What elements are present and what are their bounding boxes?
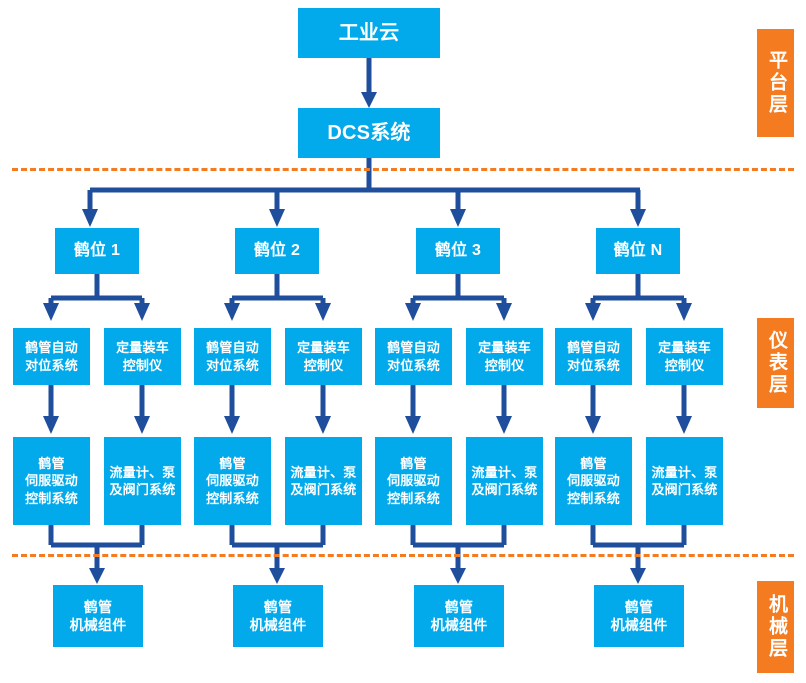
node-servo-8[interactable]: 流量计、泵 及阀门系统 xyxy=(646,437,723,525)
node-industrial-cloud[interactable]: 工业云 xyxy=(298,8,440,58)
node-servo-2[interactable]: 流量计、泵 及阀门系统 xyxy=(104,437,181,525)
node-instrument-2[interactable]: 定量装车 控制仪 xyxy=(104,328,181,385)
node-servo-7[interactable]: 鹤管 伺服驱动 控制系统 xyxy=(555,437,632,525)
node-station-4[interactable]: 鹤位 N xyxy=(596,228,680,274)
layer-tag-platform: 平台层 xyxy=(757,29,794,137)
node-station-3[interactable]: 鹤位 3 xyxy=(416,228,500,274)
arrowhead-station-1 xyxy=(82,209,98,227)
arrowhead-instr-servo-2 xyxy=(134,416,150,434)
arrowhead-station4-right xyxy=(676,303,692,321)
arrowhead-instr-servo-3 xyxy=(224,416,240,434)
node-station-1[interactable]: 鹤位 1 xyxy=(55,228,139,274)
arrowhead-mech-1 xyxy=(89,568,105,584)
node-instrument-3[interactable]: 鹤管自动 对位系统 xyxy=(194,328,271,385)
node-servo-4[interactable]: 流量计、泵 及阀门系统 xyxy=(285,437,362,525)
node-dcs-system[interactable]: DCS系统 xyxy=(298,108,440,158)
arrowhead-instr-servo-8 xyxy=(676,416,692,434)
arrowhead-mech-3 xyxy=(450,568,466,584)
arrowhead-station3-left xyxy=(405,303,421,321)
arrowhead-station4-left xyxy=(585,303,601,321)
arrowhead-station1-right xyxy=(134,303,150,321)
node-instrument-4[interactable]: 定量装车 控制仪 xyxy=(285,328,362,385)
node-mechanical-3[interactable]: 鹤管 机械组件 xyxy=(414,585,504,647)
node-mechanical-1[interactable]: 鹤管 机械组件 xyxy=(53,585,143,647)
arrowhead-mech-2 xyxy=(269,568,285,584)
arrowhead-instr-servo-5 xyxy=(405,416,421,434)
arrowhead-cloud-dcs xyxy=(361,92,377,108)
arrowhead-station2-right xyxy=(315,303,331,321)
layer-tag-instrument: 仪表层 xyxy=(757,318,794,408)
node-servo-1[interactable]: 鹤管 伺服驱动 控制系统 xyxy=(13,437,90,525)
node-servo-3[interactable]: 鹤管 伺服驱动 控制系统 xyxy=(194,437,271,525)
arrowhead-instr-servo-7 xyxy=(585,416,601,434)
divider-platform-instrument xyxy=(12,168,794,171)
node-instrument-7[interactable]: 鹤管自动 对位系统 xyxy=(555,328,632,385)
node-instrument-6[interactable]: 定量装车 控制仪 xyxy=(466,328,543,385)
divider-instrument-mechanical xyxy=(12,554,794,557)
node-servo-5[interactable]: 鹤管 伺服驱动 控制系统 xyxy=(375,437,452,525)
arrowhead-mech-4 xyxy=(630,568,646,584)
arrowhead-station-4 xyxy=(630,209,646,227)
arrowhead-station1-left xyxy=(43,303,59,321)
layer-tag-mechanical: 机械层 xyxy=(757,581,794,673)
arrowhead-instr-servo-6 xyxy=(496,416,512,434)
arrowhead-station3-right xyxy=(496,303,512,321)
node-mechanical-4[interactable]: 鹤管 机械组件 xyxy=(594,585,684,647)
node-servo-6[interactable]: 流量计、泵 及阀门系统 xyxy=(466,437,543,525)
arrowhead-station-3 xyxy=(450,209,466,227)
arrowhead-station2-left xyxy=(224,303,240,321)
node-instrument-1[interactable]: 鹤管自动 对位系统 xyxy=(13,328,90,385)
node-mechanical-2[interactable]: 鹤管 机械组件 xyxy=(233,585,323,647)
node-station-2[interactable]: 鹤位 2 xyxy=(235,228,319,274)
node-instrument-8[interactable]: 定量装车 控制仪 xyxy=(646,328,723,385)
arrowhead-instr-servo-1 xyxy=(43,416,59,434)
node-instrument-5[interactable]: 鹤管自动 对位系统 xyxy=(375,328,452,385)
arrowhead-instr-servo-4 xyxy=(315,416,331,434)
arrowhead-station-2 xyxy=(269,209,285,227)
